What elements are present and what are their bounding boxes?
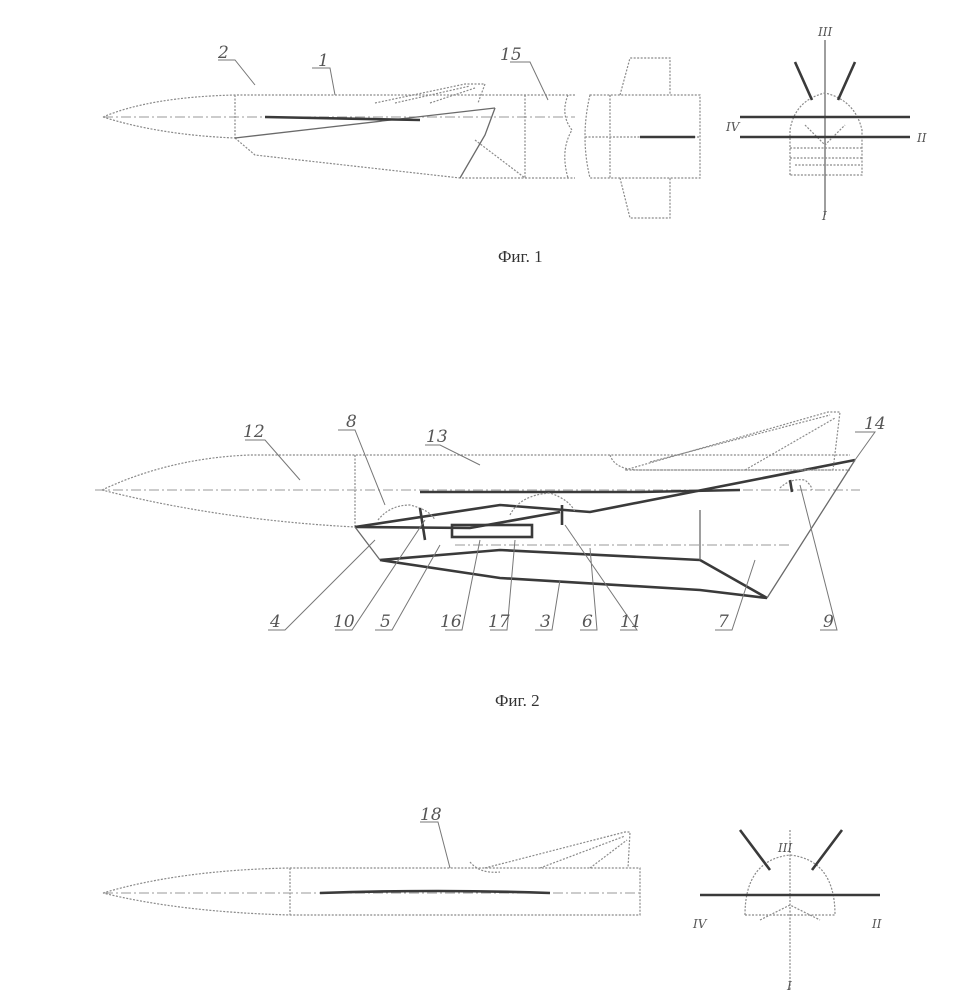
axis-II-label: II [871, 917, 882, 931]
label-15: 15 [500, 45, 522, 65]
axis-III-label: III [777, 841, 792, 855]
label-17: 17 [488, 612, 510, 632]
fig3-side-view [102, 831, 641, 916]
label-4: 4 [269, 612, 281, 632]
axis-IV-label: IV [725, 120, 741, 134]
fig3-front-view: III II IV I [692, 829, 882, 993]
axis-III-label: III [817, 25, 832, 39]
axis-I-label: I [821, 209, 827, 223]
fig1-front-view: III II IV I [725, 25, 927, 223]
figure-1: III II IV I 2 1 15 Фиг. 1 [102, 25, 927, 266]
axis-II-label: II [916, 131, 927, 145]
label-3: 3 [540, 612, 551, 632]
label-7: 7 [718, 612, 729, 632]
axis-I-label: I [786, 979, 792, 993]
label-12: 12 [243, 422, 265, 442]
figure-2-caption: Фиг. 2 [495, 691, 540, 710]
label-2: 2 [217, 43, 229, 63]
figure-1-caption: Фиг. 1 [498, 247, 543, 266]
label-16: 16 [440, 612, 462, 632]
figure-2: 12 8 13 14 4 10 5 16 17 3 6 11 7 9 Фиг. … [95, 411, 886, 710]
fig1-side-view [102, 57, 701, 219]
label-14: 14 [864, 414, 886, 434]
label-9: 9 [823, 612, 834, 632]
label-18: 18 [420, 805, 442, 825]
figure-3: III II IV I 18 [102, 805, 882, 993]
axis-IV-label: IV [692, 917, 708, 931]
label-1: 1 [318, 51, 329, 71]
fig2-side-view [95, 411, 860, 600]
label-8: 8 [346, 412, 357, 432]
label-5: 5 [380, 612, 391, 632]
label-6: 6 [582, 612, 593, 632]
label-10: 10 [333, 612, 355, 632]
label-11: 11 [620, 612, 642, 632]
label-13: 13 [426, 427, 448, 447]
